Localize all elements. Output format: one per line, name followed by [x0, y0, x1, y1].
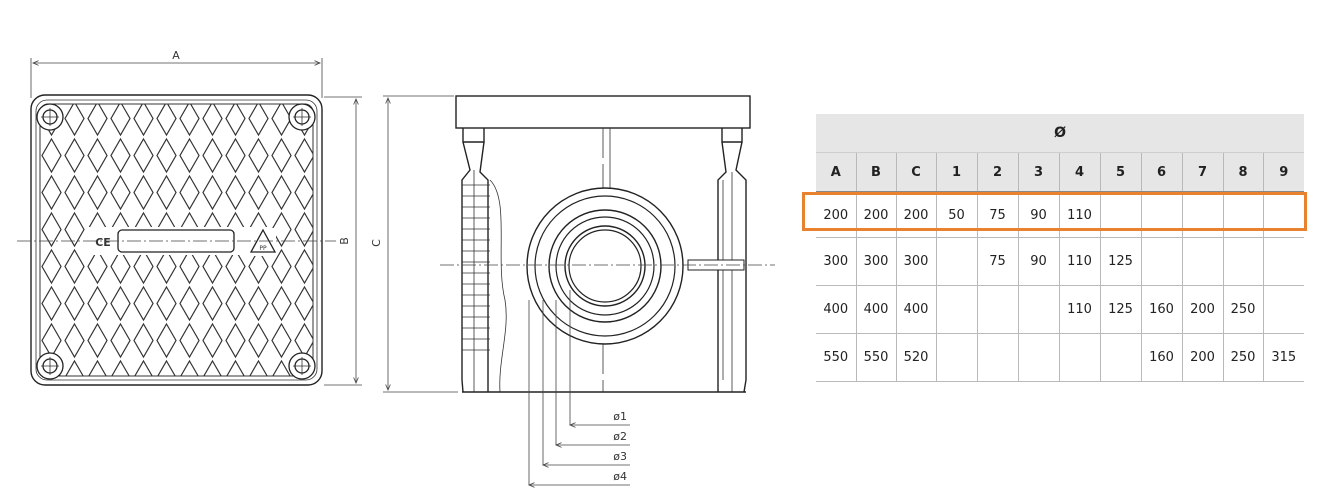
- diameter-group-header: Ø: [816, 114, 1305, 153]
- table-cell: 250: [1223, 285, 1264, 334]
- table-cell: 550: [856, 333, 897, 382]
- table-cell: 400: [816, 285, 857, 334]
- table-cell: 300: [896, 237, 937, 286]
- highlighted-row-frame: [802, 192, 1307, 231]
- table-cell: 75: [977, 237, 1019, 286]
- dimension-a: A: [30, 49, 323, 98]
- table-cell: 400: [896, 285, 937, 334]
- column-header: 8: [1223, 152, 1264, 193]
- table-cell: [1100, 333, 1142, 382]
- table-cell: 125: [1100, 285, 1142, 334]
- table-cell: [936, 285, 978, 334]
- diameter-1-label: ø1: [613, 410, 627, 423]
- left-wall-ribs: [462, 179, 507, 393]
- table-cell: [1263, 237, 1305, 286]
- table-cell: [977, 333, 1019, 382]
- screw-icon: [36, 103, 64, 131]
- diameter-3-label: ø3: [613, 450, 627, 463]
- column-header-row: A B C 1 2 3 4 5 6 7 8 9: [816, 152, 1305, 193]
- table-cell: 90: [1018, 237, 1060, 286]
- table-cell: [1263, 285, 1305, 334]
- table-cell: 200: [1182, 333, 1224, 382]
- column-header: 4: [1059, 152, 1101, 193]
- table-cell: [1182, 237, 1224, 286]
- table-cell: [1141, 237, 1183, 286]
- dimension-c: C: [370, 95, 458, 393]
- table-cell: 125: [1100, 237, 1142, 286]
- column-header: A: [816, 152, 857, 193]
- column-header: 5: [1100, 152, 1142, 193]
- screw-icon: [288, 103, 316, 131]
- table-cell: 250: [1223, 333, 1264, 382]
- table-cell: 110: [1059, 237, 1101, 286]
- screw-icon: [288, 352, 316, 380]
- column-header: 9: [1263, 152, 1305, 193]
- table-cell: [977, 285, 1019, 334]
- ce-mark: CE: [95, 236, 111, 249]
- column-header: 6: [1141, 152, 1183, 193]
- column-header: 7: [1182, 152, 1224, 193]
- diameter-2-label: ø2: [613, 430, 627, 443]
- column-header: 3: [1018, 152, 1060, 193]
- dimension-b-label: B: [338, 237, 351, 245]
- table-cell: 550: [816, 333, 857, 382]
- diameter-leaders: ø1 ø2 ø3 ø4: [529, 290, 630, 485]
- table-cell: 200: [1182, 285, 1224, 334]
- screw-icon: [36, 352, 64, 380]
- diameter-4-label: ø4: [613, 470, 627, 483]
- table-cell: 110: [1059, 285, 1101, 334]
- table-cell: [1059, 333, 1101, 382]
- table-cell: [1223, 237, 1264, 286]
- table-cell: 400: [856, 285, 897, 334]
- table-cell: [1018, 333, 1060, 382]
- table-cell: 300: [856, 237, 897, 286]
- column-header: 2: [977, 152, 1019, 193]
- recycling-mark-label: PP: [259, 245, 267, 252]
- table-cell: [1018, 285, 1060, 334]
- table-cell: [936, 237, 978, 286]
- dimension-a-label: A: [172, 49, 180, 62]
- pipe-inlet-rings: [526, 187, 684, 345]
- table-cell: [936, 333, 978, 382]
- table-cell: 160: [1141, 333, 1183, 382]
- column-header: B: [856, 152, 897, 193]
- column-header: C: [896, 152, 937, 193]
- corner-screw-icons: [36, 103, 316, 380]
- box-section-view: C: [370, 95, 775, 485]
- recycling-icon: PP: [249, 228, 277, 256]
- table-cell: 160: [1141, 285, 1183, 334]
- column-header: 1: [936, 152, 978, 193]
- lid-top-view: A B: [17, 49, 362, 386]
- dimension-c-label: C: [370, 239, 383, 247]
- table-cell: 520: [896, 333, 937, 382]
- dimension-b: B: [324, 96, 362, 386]
- table-cell: 315: [1263, 333, 1305, 382]
- table-cell: 300: [816, 237, 857, 286]
